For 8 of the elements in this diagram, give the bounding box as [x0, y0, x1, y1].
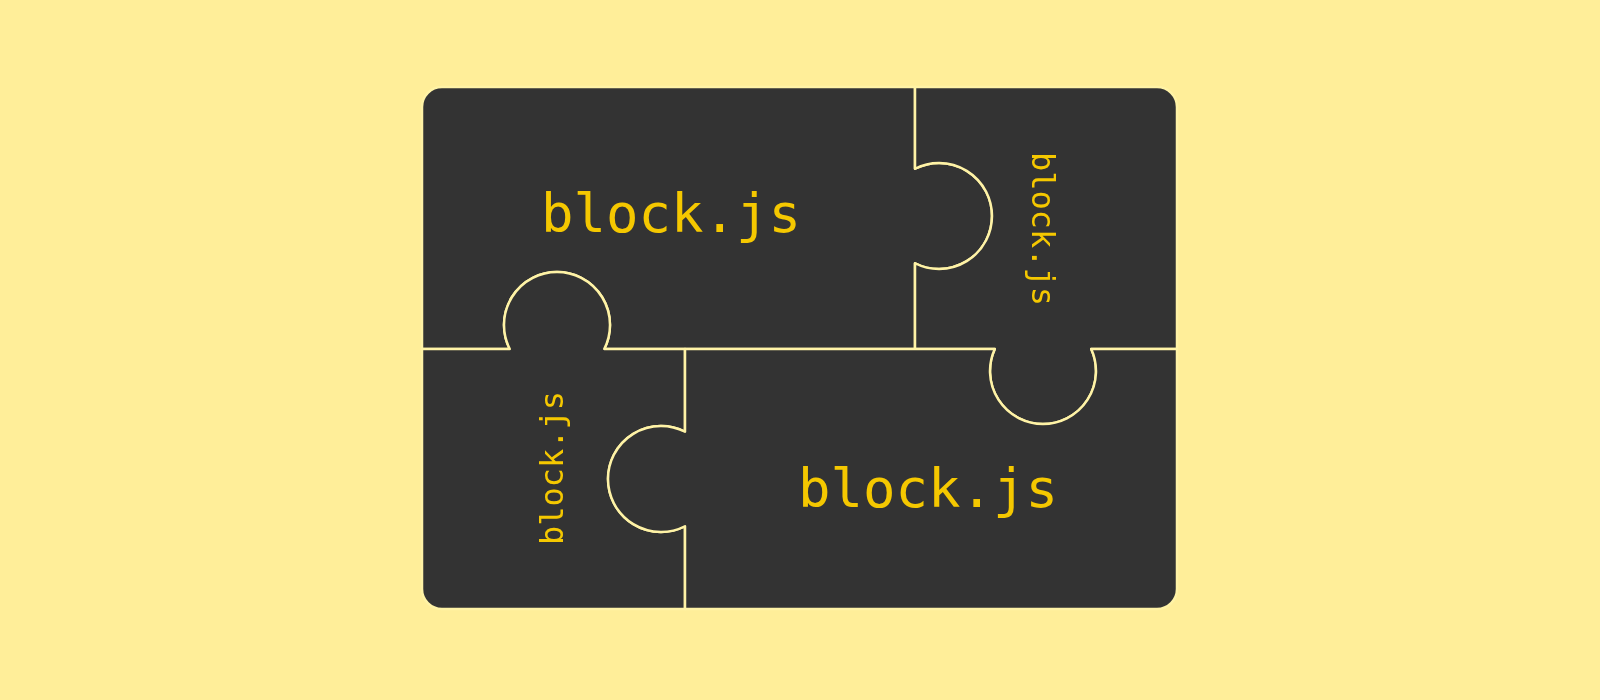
file-name-label: block.js [540, 187, 802, 241]
puzzle-piece [420, 270, 687, 611]
puzzle-piece [913, 85, 1179, 426]
file-name-label: block.js [797, 462, 1059, 516]
puzzle-piece [420, 85, 994, 351]
file-name-label: block.js [536, 390, 568, 546]
puzzle-piece [606, 347, 1179, 611]
file-name-label: block.js [1027, 151, 1059, 307]
